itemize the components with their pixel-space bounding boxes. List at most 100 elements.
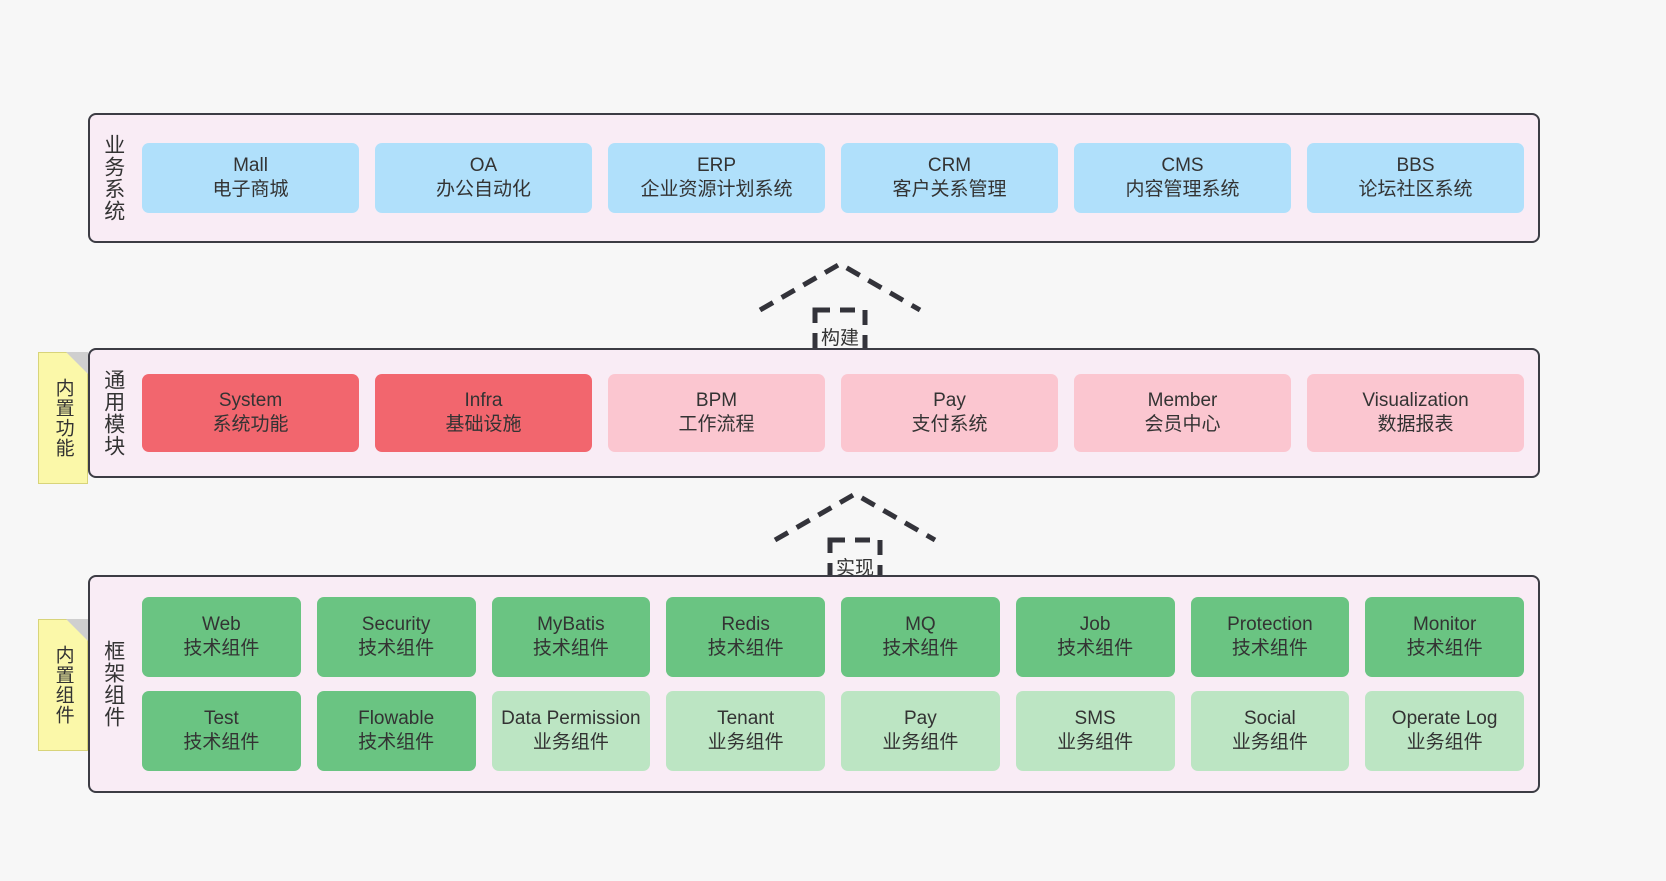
module-desc: 技术组件 [358, 638, 435, 659]
module-desc: 技术组件 [1057, 638, 1134, 659]
module-card[interactable]: BPM 工作流程 [608, 374, 825, 452]
module-card[interactable]: Monitor 技术组件 [1365, 597, 1524, 677]
module-name: MyBatis [537, 613, 605, 635]
module-name: Tenant [717, 707, 775, 729]
module-card[interactable]: Visualization 数据报表 [1307, 374, 1524, 452]
arrow-realize-label: 实现 [835, 558, 874, 579]
module-card[interactable]: Data Permission 业务组件 [491, 691, 651, 771]
dashed-generalization-arrow-icon [773, 491, 937, 587]
module-card[interactable]: Security 技术组件 [316, 597, 476, 677]
module-card[interactable]: BBS 论坛社区系统 [1307, 143, 1524, 213]
row: Test 技术组件 Flowable 技术组件 Data Permission … [142, 691, 1524, 771]
layer-title-business-system: 业务系统 [101, 134, 125, 222]
module-name: Pay [933, 389, 966, 411]
module-name: Data Permission [501, 707, 641, 729]
note-builtin-component: 内置组件 [38, 619, 88, 751]
module-card[interactable]: ERP 企业资源计划系统 [608, 143, 825, 213]
layer-title-framework-component: 框架组件 [101, 640, 125, 728]
layer-body-framework-component: Web 技术组件 Security 技术组件 MyBatis 技术组件 Redi… [136, 577, 1538, 791]
module-desc: 客户关系管理 [892, 179, 1007, 200]
module-desc: 业务组件 [1406, 732, 1483, 753]
module-desc: 技术组件 [183, 732, 260, 753]
layer-framework-component: 框架组件 Web 技术组件 Security 技术组件 MyBatis 技术组件… [88, 575, 1540, 793]
module-card[interactable]: Operate Log 业务组件 [1365, 691, 1524, 771]
module-name: Visualization [1362, 389, 1469, 411]
module-name: MQ [905, 613, 936, 635]
arrow-build-label: 构建 [820, 328, 859, 349]
note-builtin-function-label: 内置功能 [52, 378, 74, 458]
module-name: Social [1244, 707, 1296, 729]
module-name: Test [203, 707, 239, 729]
module-name: Monitor [1412, 613, 1477, 635]
module-card[interactable]: Job 技术组件 [1015, 597, 1175, 677]
module-name: ERP [696, 154, 737, 176]
note-builtin-function: 内置功能 [38, 352, 88, 484]
layer-title-common-module: 通用模块 [101, 369, 125, 457]
module-desc: 技术组件 [358, 732, 435, 753]
module-name: Flowable [358, 707, 435, 729]
module-name: OA [469, 154, 498, 176]
module-name: BBS [1396, 154, 1435, 176]
module-name: BPM [695, 389, 738, 411]
module-desc: 工作流程 [678, 414, 755, 435]
module-name: Mall [233, 154, 268, 176]
note-builtin-component-label: 内置组件 [52, 645, 74, 725]
module-desc: 技术组件 [1231, 638, 1308, 659]
arrow-build: 构建 [755, 258, 925, 358]
module-desc: 内容管理系统 [1125, 179, 1240, 200]
module-name: Infra [464, 389, 503, 411]
module-card[interactable]: OA 办公自动化 [375, 143, 592, 213]
module-card[interactable]: Mall 电子商城 [142, 143, 359, 213]
module-card[interactable]: CRM 客户关系管理 [841, 143, 1058, 213]
module-name: SMS [1074, 707, 1116, 729]
module-card[interactable]: Member 会员中心 [1074, 374, 1291, 452]
module-desc: 业务组件 [707, 732, 784, 753]
module-card[interactable]: Social 业务组件 [1190, 691, 1350, 771]
module-name: System [218, 389, 283, 411]
arrow-realize: 实现 [770, 488, 940, 588]
module-desc: 支付系统 [911, 414, 988, 435]
module-card[interactable]: Pay 业务组件 [841, 691, 1000, 771]
module-desc: 技术组件 [707, 638, 784, 659]
row: System 系统功能 Infra 基础设施 BPM 工作流程 Pay 支付系统… [142, 374, 1524, 452]
module-desc: 基础设施 [445, 414, 522, 435]
module-card[interactable]: Protection 技术组件 [1190, 597, 1350, 677]
row: Web 技术组件 Security 技术组件 MyBatis 技术组件 Redi… [142, 597, 1524, 677]
module-desc: 电子商城 [212, 179, 289, 200]
module-desc: 论坛社区系统 [1358, 179, 1473, 200]
module-card[interactable]: Test 技术组件 [142, 691, 301, 771]
module-desc: 业务组件 [882, 732, 959, 753]
module-card[interactable]: MQ 技术组件 [841, 597, 1000, 677]
module-card[interactable]: Web 技术组件 [142, 597, 301, 677]
module-name: CMS [1161, 154, 1204, 176]
module-desc: 业务组件 [532, 732, 609, 753]
module-name: Operate Log [1391, 707, 1498, 729]
module-desc: 业务组件 [1057, 732, 1134, 753]
layer-body-business-system: Mall 电子商城 OA 办公自动化 ERP 企业资源计划系统 CRM 客户关系… [136, 115, 1538, 241]
layer-common-module: 通用模块 System 系统功能 Infra 基础设施 BPM 工作流程 Pay… [88, 348, 1540, 478]
module-name: Pay [904, 707, 937, 729]
module-card[interactable]: Infra 基础设施 [375, 374, 592, 452]
module-card[interactable]: Tenant 业务组件 [666, 691, 825, 771]
module-card[interactable]: Flowable 技术组件 [316, 691, 476, 771]
module-desc: 会员中心 [1144, 414, 1221, 435]
dashed-generalization-arrow-icon [758, 261, 922, 357]
module-card[interactable]: MyBatis 技术组件 [491, 597, 651, 677]
module-card[interactable]: System 系统功能 [142, 374, 359, 452]
module-card[interactable]: SMS 业务组件 [1015, 691, 1175, 771]
module-desc: 技术组件 [1406, 638, 1483, 659]
layer-business-system: 业务系统 Mall 电子商城 OA 办公自动化 ERP 企业资源计划系统 CRM… [88, 113, 1540, 243]
module-card[interactable]: CMS 内容管理系统 [1074, 143, 1291, 213]
module-card[interactable]: Pay 支付系统 [841, 374, 1058, 452]
module-name: Redis [721, 613, 770, 635]
module-card[interactable]: Redis 技术组件 [666, 597, 825, 677]
module-desc: 技术组件 [183, 638, 260, 659]
module-name: Job [1079, 613, 1111, 635]
module-name: CRM [927, 154, 972, 176]
module-name: Security [361, 613, 431, 635]
layer-body-common-module: System 系统功能 Infra 基础设施 BPM 工作流程 Pay 支付系统… [136, 350, 1538, 476]
module-desc: 系统功能 [212, 414, 289, 435]
module-desc: 办公自动化 [435, 179, 531, 200]
module-desc: 企业资源计划系统 [640, 179, 793, 200]
